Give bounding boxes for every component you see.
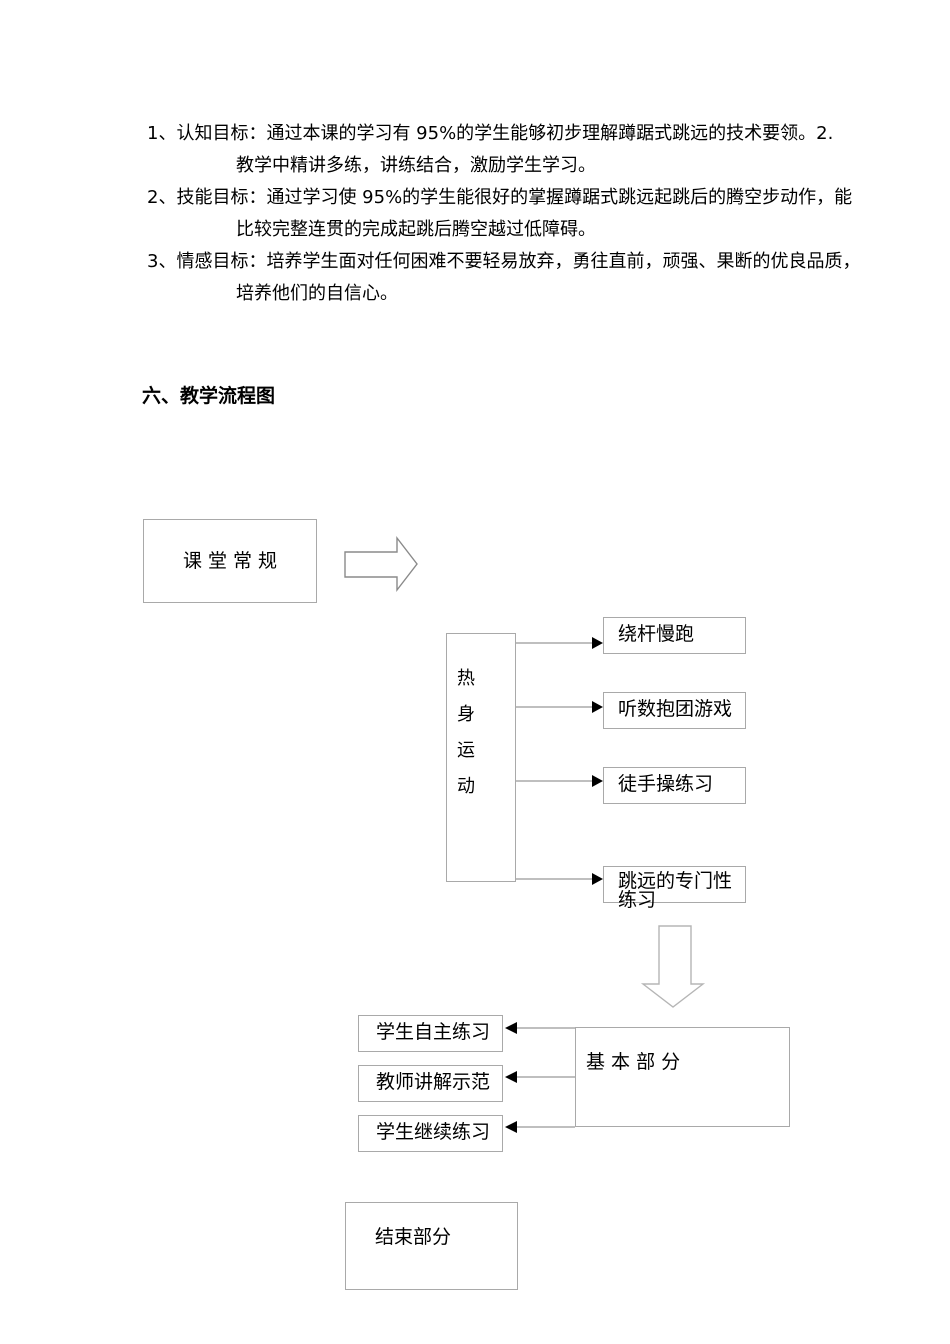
objective-1-line-2: 教学中精讲多练，讲练结合，激励学生学习。: [236, 155, 596, 176]
flow-box-class-routine-label: 课 堂 常 规: [182, 549, 278, 572]
flow-box-teacher-demonstration: 教师讲解示范: [358, 1065, 503, 1102]
down-block-arrow-icon: [640, 925, 706, 1008]
flow-box-class-routine: 课 堂 常 规: [143, 519, 317, 603]
flow-box-student-continue-practice: 学生继续练习: [358, 1115, 503, 1152]
warmup-char-3: 运: [457, 740, 475, 761]
arrowhead-right-icon: [592, 775, 603, 787]
objective-2-line-2: 比较完整连贯的完成起跳后腾空越过低障碍。: [236, 219, 596, 240]
objective-3-line-1: 3、情感目标：培养学生面对任何困难不要轻易放弃，勇往直前，顽强、果断的优良品质，: [147, 251, 861, 272]
flow-box-jump-specific-practice: 跳远的专门性练习: [603, 866, 746, 910]
right-block-arrow-icon: [344, 535, 418, 593]
warmup-char-2: 身: [457, 704, 475, 725]
flow-box-student-self-practice: 学生自主练习: [358, 1015, 503, 1052]
flow-box-jog-around-poles: 绕杆慢跑: [603, 617, 746, 654]
flow-box-end-section: 结束部分: [345, 1202, 518, 1290]
arrowhead-left-icon: [505, 1071, 517, 1083]
flow-box-freehand-exercise: 徒手操练习: [603, 767, 746, 804]
arrowhead-left-icon: [505, 1022, 517, 1034]
flow-box-number-hug-game: 听数抱团游戏: [603, 692, 746, 729]
warmup-char-4: 动: [457, 776, 475, 797]
warmup-char-1: 热: [457, 668, 475, 689]
flow-box-main-section: 基 本 部 分: [575, 1027, 790, 1127]
arrowhead-left-icon: [505, 1121, 517, 1133]
arrowhead-right-icon: [592, 637, 603, 649]
objective-3-line-2: 培养他们的自信心。: [236, 283, 398, 304]
section-heading: 六、教学流程图: [142, 385, 276, 407]
objective-1-line-1: 1、认知目标：通过本课的学习有 95%的学生能够初步理解蹲踞式跳远的技术要领。2…: [147, 123, 834, 144]
arrowhead-right-icon: [592, 873, 603, 885]
flow-box-warmup: 热 身 运 动: [446, 633, 516, 882]
objective-2-line-1: 2、技能目标：通过学习使 95%的学生能很好的掌握蹲踞式跳远起跳后的腾空步动作，…: [147, 187, 853, 208]
arrowhead-right-icon: [592, 701, 603, 713]
